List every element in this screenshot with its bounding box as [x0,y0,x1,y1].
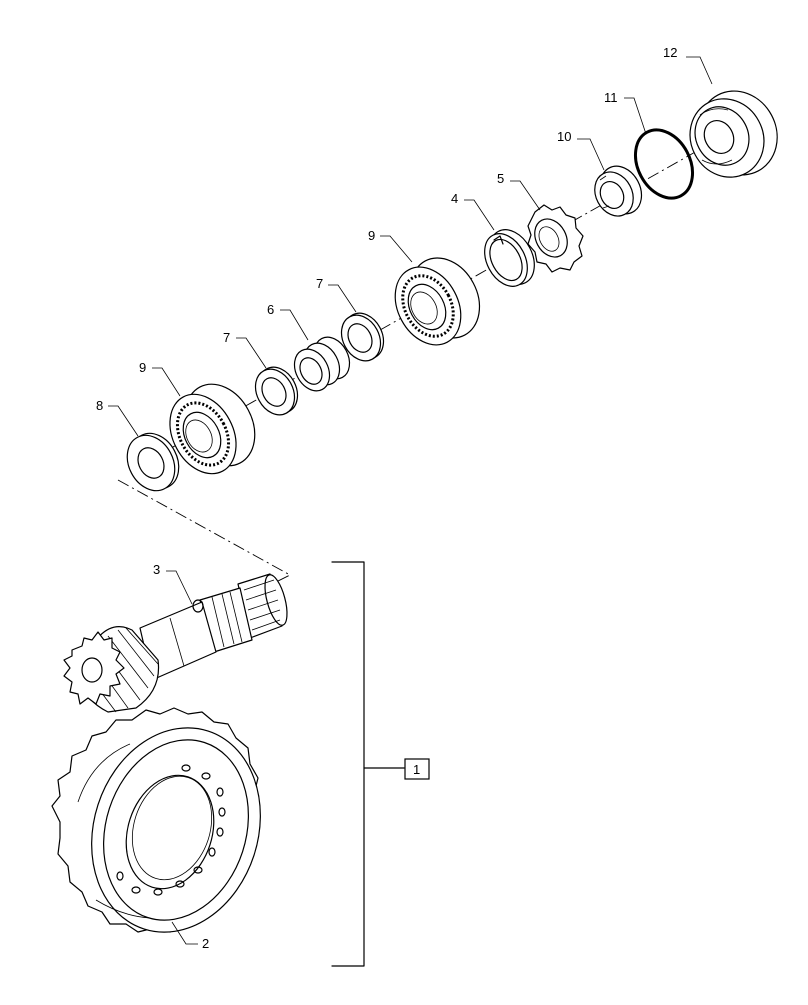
callout-5: 5 [497,171,504,186]
callout-9-lower: 9 [139,360,146,375]
callout-2: 2 [202,936,209,951]
callout-11: 11 [604,90,618,105]
part-9-bearing-upper [394,257,481,346]
callout-3: 3 [153,562,160,577]
part-5-castle-nut [527,204,584,273]
part-10-nut [594,165,643,217]
callout-12: 12 [663,45,677,60]
part-4-snap-ring [484,229,535,287]
part-1-callout-box [404,758,430,780]
part-3-pinion-shaft [63,573,288,713]
bolt-holes [116,764,226,896]
callout-10: 10 [557,129,571,144]
callout-labels: 12 11 10 5 4 9 7 6 7 9 8 3 2 1 [96,45,677,951]
part-12-housing [689,90,778,178]
kit-bracket [331,561,430,967]
part-11-o-ring [633,128,695,200]
callout-7-lower: 7 [223,330,230,345]
leader-lines [108,56,713,945]
part-6-spacer [293,336,351,392]
callout-6: 6 [267,302,274,317]
callout-1: 1 [413,762,420,777]
callout-9-upper: 9 [368,228,375,243]
callout-4: 4 [451,191,458,206]
part-8-washer [126,432,180,492]
part-9-bearing-lower [169,383,256,475]
part-7-shim-lower [254,366,299,416]
part-7-shim-upper [340,312,385,362]
callout-8: 8 [96,398,103,413]
part-2-ring-gear [51,707,261,933]
callout-7-upper: 7 [316,276,323,291]
